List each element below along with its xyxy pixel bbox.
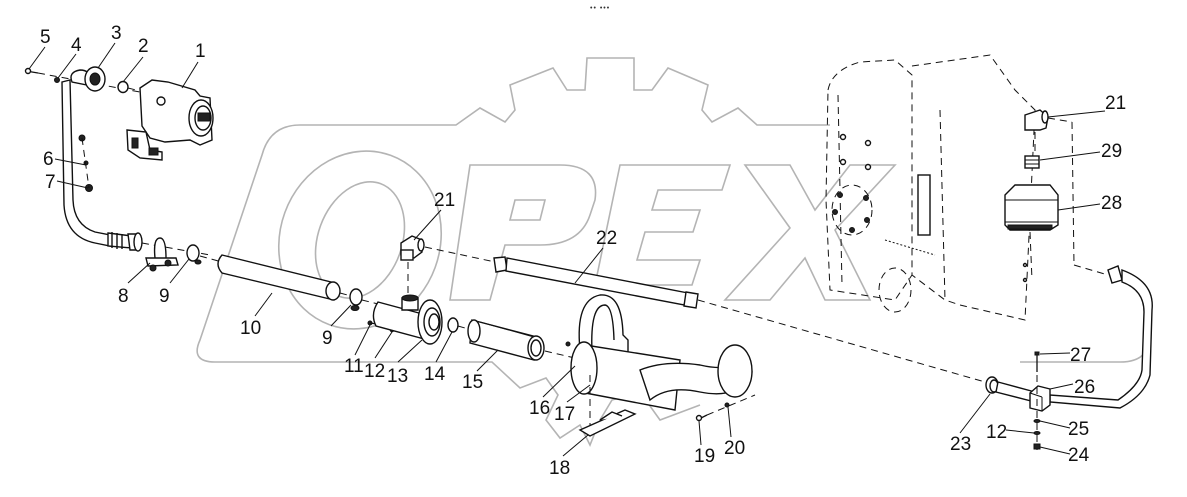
callout-14: 14 <box>424 364 446 385</box>
callout-19: 19 <box>694 446 715 467</box>
pressure-hose-part-22 <box>493 256 986 383</box>
assembly-axis-line <box>199 255 223 263</box>
rubber-hose-part-10 <box>217 254 356 301</box>
callout-2: 2 <box>138 36 149 57</box>
flange-part-3 <box>70 66 106 92</box>
callout-12a: 12 <box>364 361 385 382</box>
header-caption: •• ••• <box>590 5 611 12</box>
return-pipe <box>1049 265 1153 409</box>
callout-24: 24 <box>1068 445 1090 466</box>
callout-leader-lines <box>28 42 1106 457</box>
callout-28: 28 <box>1101 193 1122 214</box>
callout-11: 11 <box>344 356 364 377</box>
washer-part-4 <box>54 77 60 83</box>
clamp-bracket-part-8 <box>141 237 211 272</box>
flange-part-16 <box>565 341 571 347</box>
gear-pump-part-28 <box>1004 184 1059 281</box>
callout-16: 16 <box>529 398 550 419</box>
assembly-axis-line <box>706 394 756 416</box>
transmission-housing <box>825 54 1036 321</box>
callout-10: 10 <box>240 318 261 339</box>
o-ring-part-2 <box>117 80 129 94</box>
hose-clamp-part-9a <box>186 244 202 265</box>
callout-9b: 9 <box>322 328 333 349</box>
bolt-part-5 <box>24 67 39 75</box>
callout-25: 25 <box>1068 419 1089 440</box>
nut-part-24 <box>1033 443 1041 450</box>
bolt-part-19 <box>695 414 708 422</box>
callout-3: 3 <box>111 23 122 44</box>
suction-tank-part-17 <box>570 294 753 411</box>
callout-12b: 12 <box>986 422 1007 443</box>
callout-8: 8 <box>118 286 129 307</box>
callout-17: 17 <box>554 404 575 425</box>
mounting-bracket-part-18 <box>578 375 637 437</box>
suction-housing-part-13 <box>372 294 443 345</box>
callout-27: 27 <box>1070 345 1091 366</box>
callout-29: 29 <box>1101 141 1122 162</box>
callout-13: 13 <box>387 366 408 387</box>
bolt-part-27 <box>1034 351 1040 450</box>
callout-9a: 9 <box>159 286 170 307</box>
callout-15: 15 <box>462 372 483 393</box>
callout-20: 20 <box>724 438 745 459</box>
callout-6: 6 <box>43 149 54 170</box>
callout-18: 18 <box>549 458 570 479</box>
elbow-fitting-part-21b <box>1024 109 1109 276</box>
callout-5: 5 <box>40 27 51 48</box>
callout-7: 7 <box>45 172 56 193</box>
adapter-fitting-part-29 <box>1024 155 1040 169</box>
hose-clamp-part-9b <box>349 288 379 311</box>
o-ring-part-14 <box>447 317 459 333</box>
callout-22: 22 <box>596 228 617 249</box>
callout-4: 4 <box>71 35 82 56</box>
callout-labels: 1 2 3 4 5 6 7 8 9 10 9 11 12 13 14 15 16… <box>40 23 1126 479</box>
washer-part-25 <box>1033 419 1041 423</box>
callout-21a: 21 <box>434 190 455 211</box>
filter-element-part-15 <box>467 319 576 361</box>
callout-1: 1 <box>195 41 206 62</box>
clamp-block-part-26 <box>1029 385 1051 412</box>
washer-part-12b <box>1033 431 1041 435</box>
callout-23: 23 <box>950 434 971 455</box>
callout-26: 26 <box>1074 377 1095 398</box>
hydraulic-pump-part-1 <box>126 79 214 161</box>
callout-21b: 21 <box>1105 93 1126 114</box>
suction-pipe <box>61 79 143 252</box>
washer-part-20 <box>724 402 730 408</box>
nut-part-23 <box>985 376 1036 403</box>
elbow-fitting-part-21a <box>400 235 496 296</box>
